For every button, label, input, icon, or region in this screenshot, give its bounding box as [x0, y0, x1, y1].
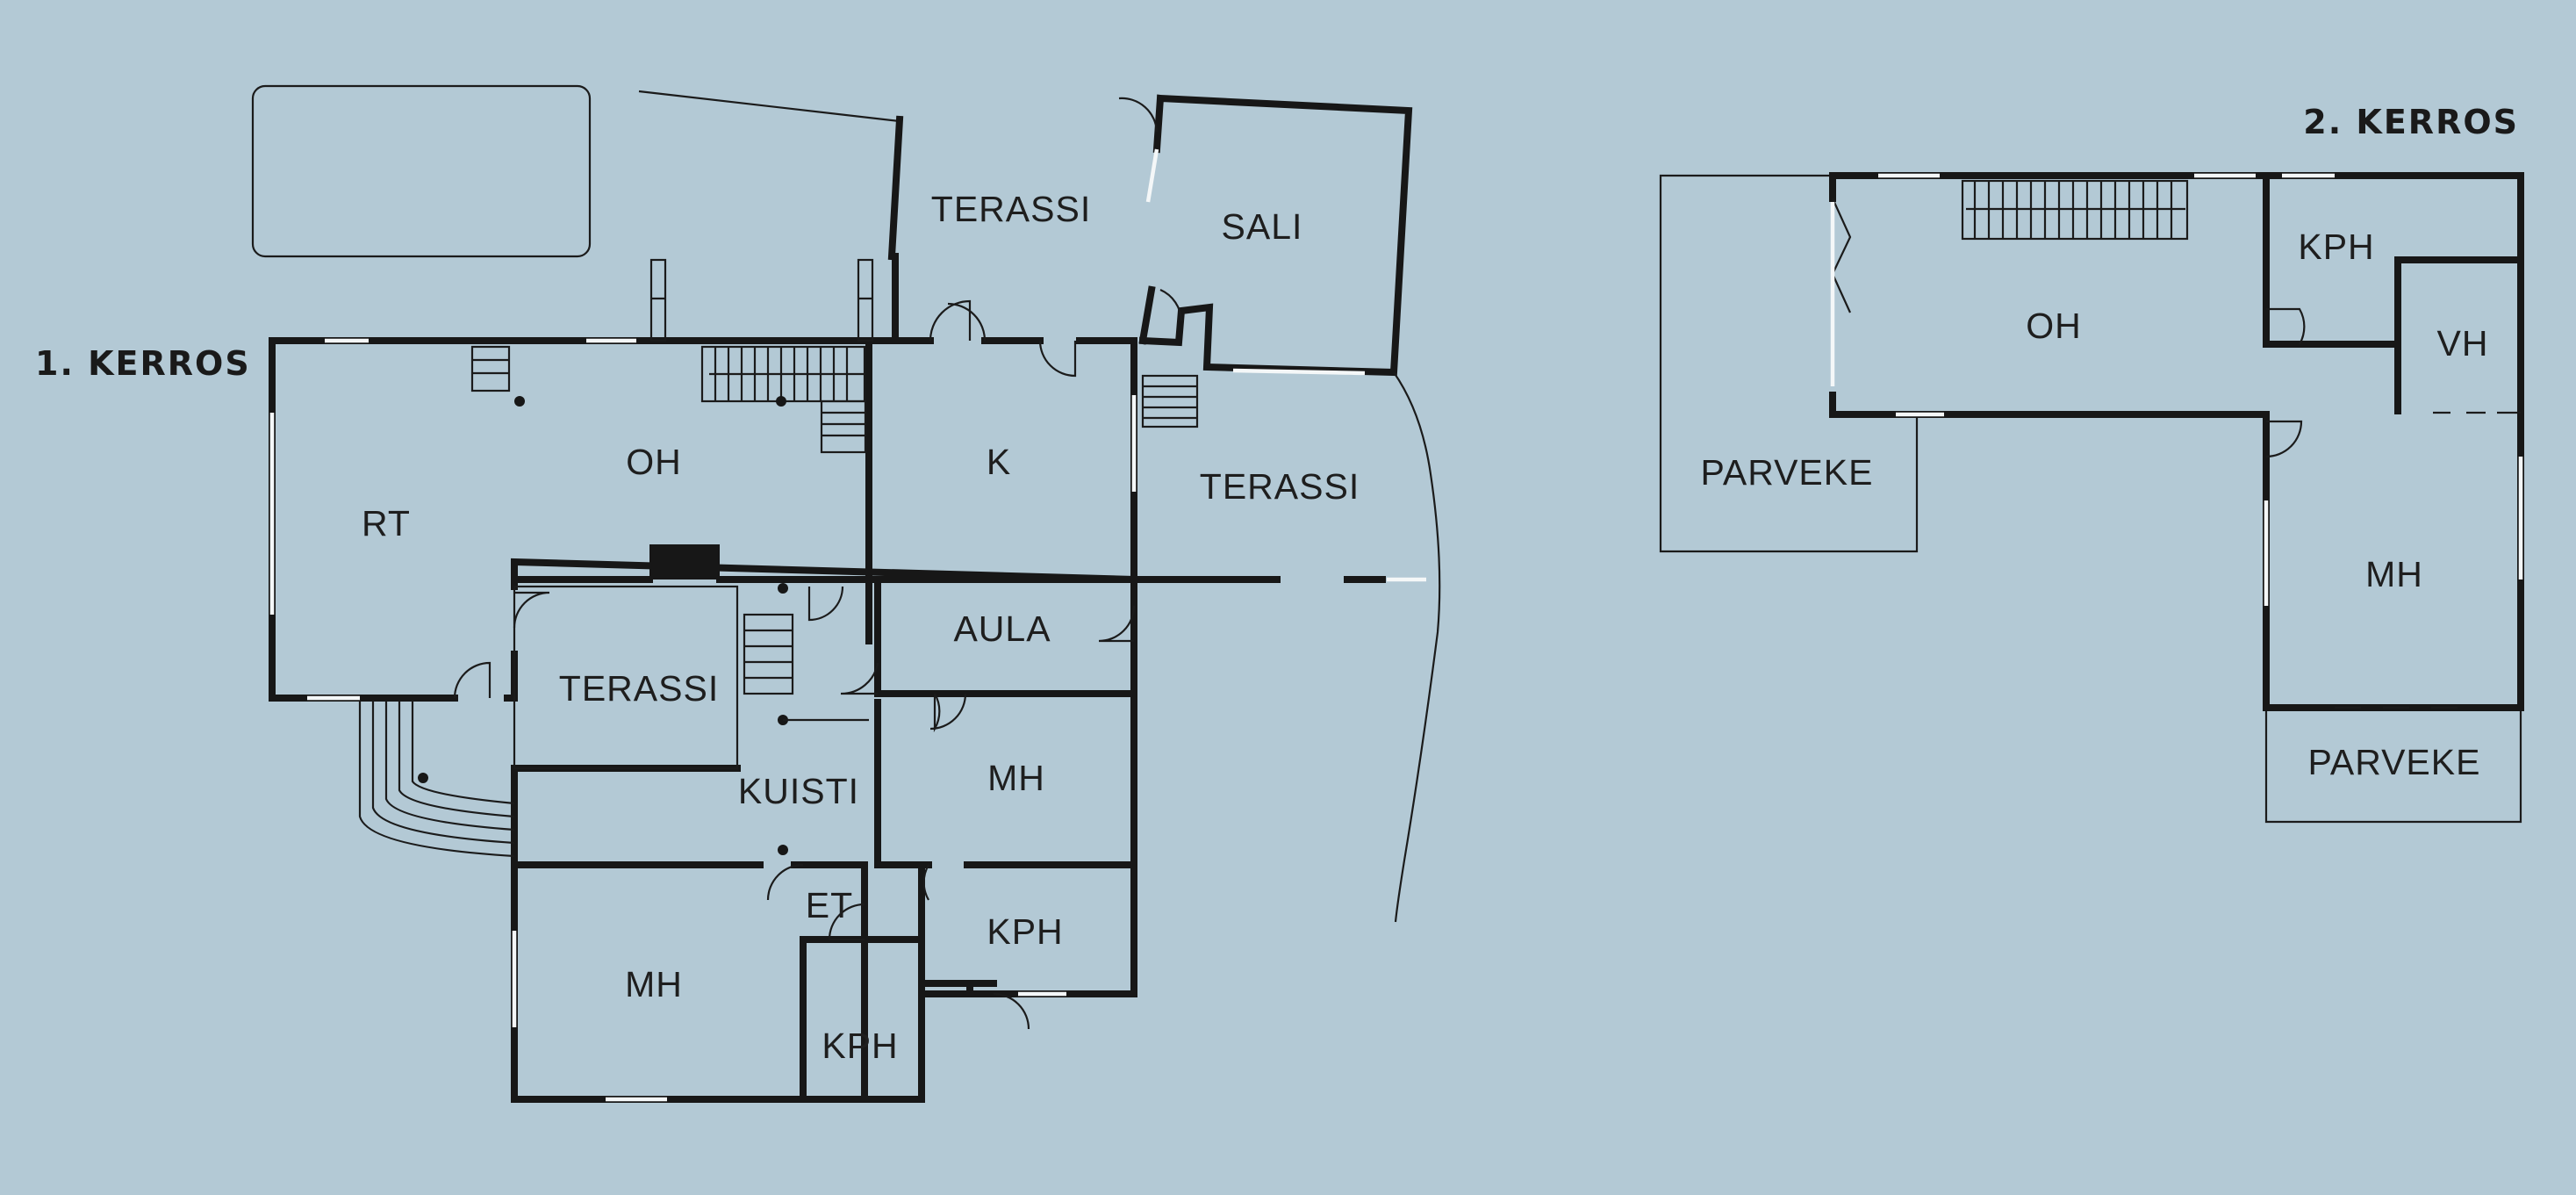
- floor-1-plan: RT OH K TERASSI SALI TERASSI TERASSI AUL…: [251, 84, 1441, 1103]
- room-parveke-bottom: PARVEKE: [2308, 742, 2481, 782]
- room-terassi-right: TERASSI: [1200, 466, 1360, 507]
- room-kph-mid: KPH: [987, 911, 1063, 952]
- room-rt: RT: [362, 503, 411, 544]
- floor-1-title: 1. KERROS: [35, 344, 251, 383]
- room-vh: VH: [2437, 323, 2489, 364]
- room-mh-bottom: MH: [625, 964, 683, 1004]
- terrace-outline-right: [1393, 371, 1441, 923]
- room-sali: SALI: [1222, 206, 1303, 247]
- stairs-kuisti: [743, 583, 869, 855]
- fence-line: [638, 90, 901, 123]
- fireplace: [649, 544, 720, 580]
- room-kph-bottom: KPH: [822, 1026, 898, 1066]
- floor-2-plan: OH KPH VH PARVEKE MH PARVEKE: [1659, 172, 2524, 824]
- room-oh: OH: [626, 442, 682, 482]
- room-terassi-top: TERASSI: [931, 189, 1091, 229]
- windows-floor-2: [1830, 173, 2523, 606]
- room-et: ET: [806, 885, 853, 925]
- stairs-terrace-top: [649, 258, 874, 342]
- room-k: K: [987, 442, 1011, 482]
- pool-outline: [251, 84, 592, 258]
- room-kph-2: KPH: [2298, 227, 2374, 267]
- stairs-outdoor-curved: [358, 701, 515, 858]
- room-aula: AULA: [953, 608, 1051, 649]
- parveke-left-outline: [1659, 174, 1919, 553]
- doors-floor-2: [2265, 307, 2521, 709]
- walls-main: [269, 115, 1276, 1103]
- room-parveke-left: PARVEKE: [1701, 452, 1874, 493]
- room-oh-2: OH: [2026, 306, 2082, 346]
- walls-inner: [511, 576, 925, 1103]
- walls-floor-2: [1829, 172, 2524, 711]
- windows-floor-1: [269, 148, 1426, 1102]
- parveke-bottom-outline: [2264, 708, 2522, 824]
- stairs-k: [1141, 374, 1199, 428]
- folding-door: [1831, 198, 1852, 313]
- room-mh-2: MH: [2365, 554, 2423, 594]
- stairs-oh: [700, 345, 867, 454]
- stairs-small-left: [470, 345, 525, 407]
- room-terassi-inner: TERASSI: [559, 668, 719, 709]
- walls-sali: [1138, 94, 1413, 377]
- room-kuisti: KUISTI: [738, 771, 859, 811]
- doors-floor-1: [453, 97, 1183, 1030]
- stairs-floor-2: [1961, 179, 2189, 241]
- terassi-inner-box: [513, 585, 739, 770]
- room-mh-mid: MH: [987, 758, 1045, 798]
- floor-2-title: 2. KERROS: [2303, 103, 2519, 141]
